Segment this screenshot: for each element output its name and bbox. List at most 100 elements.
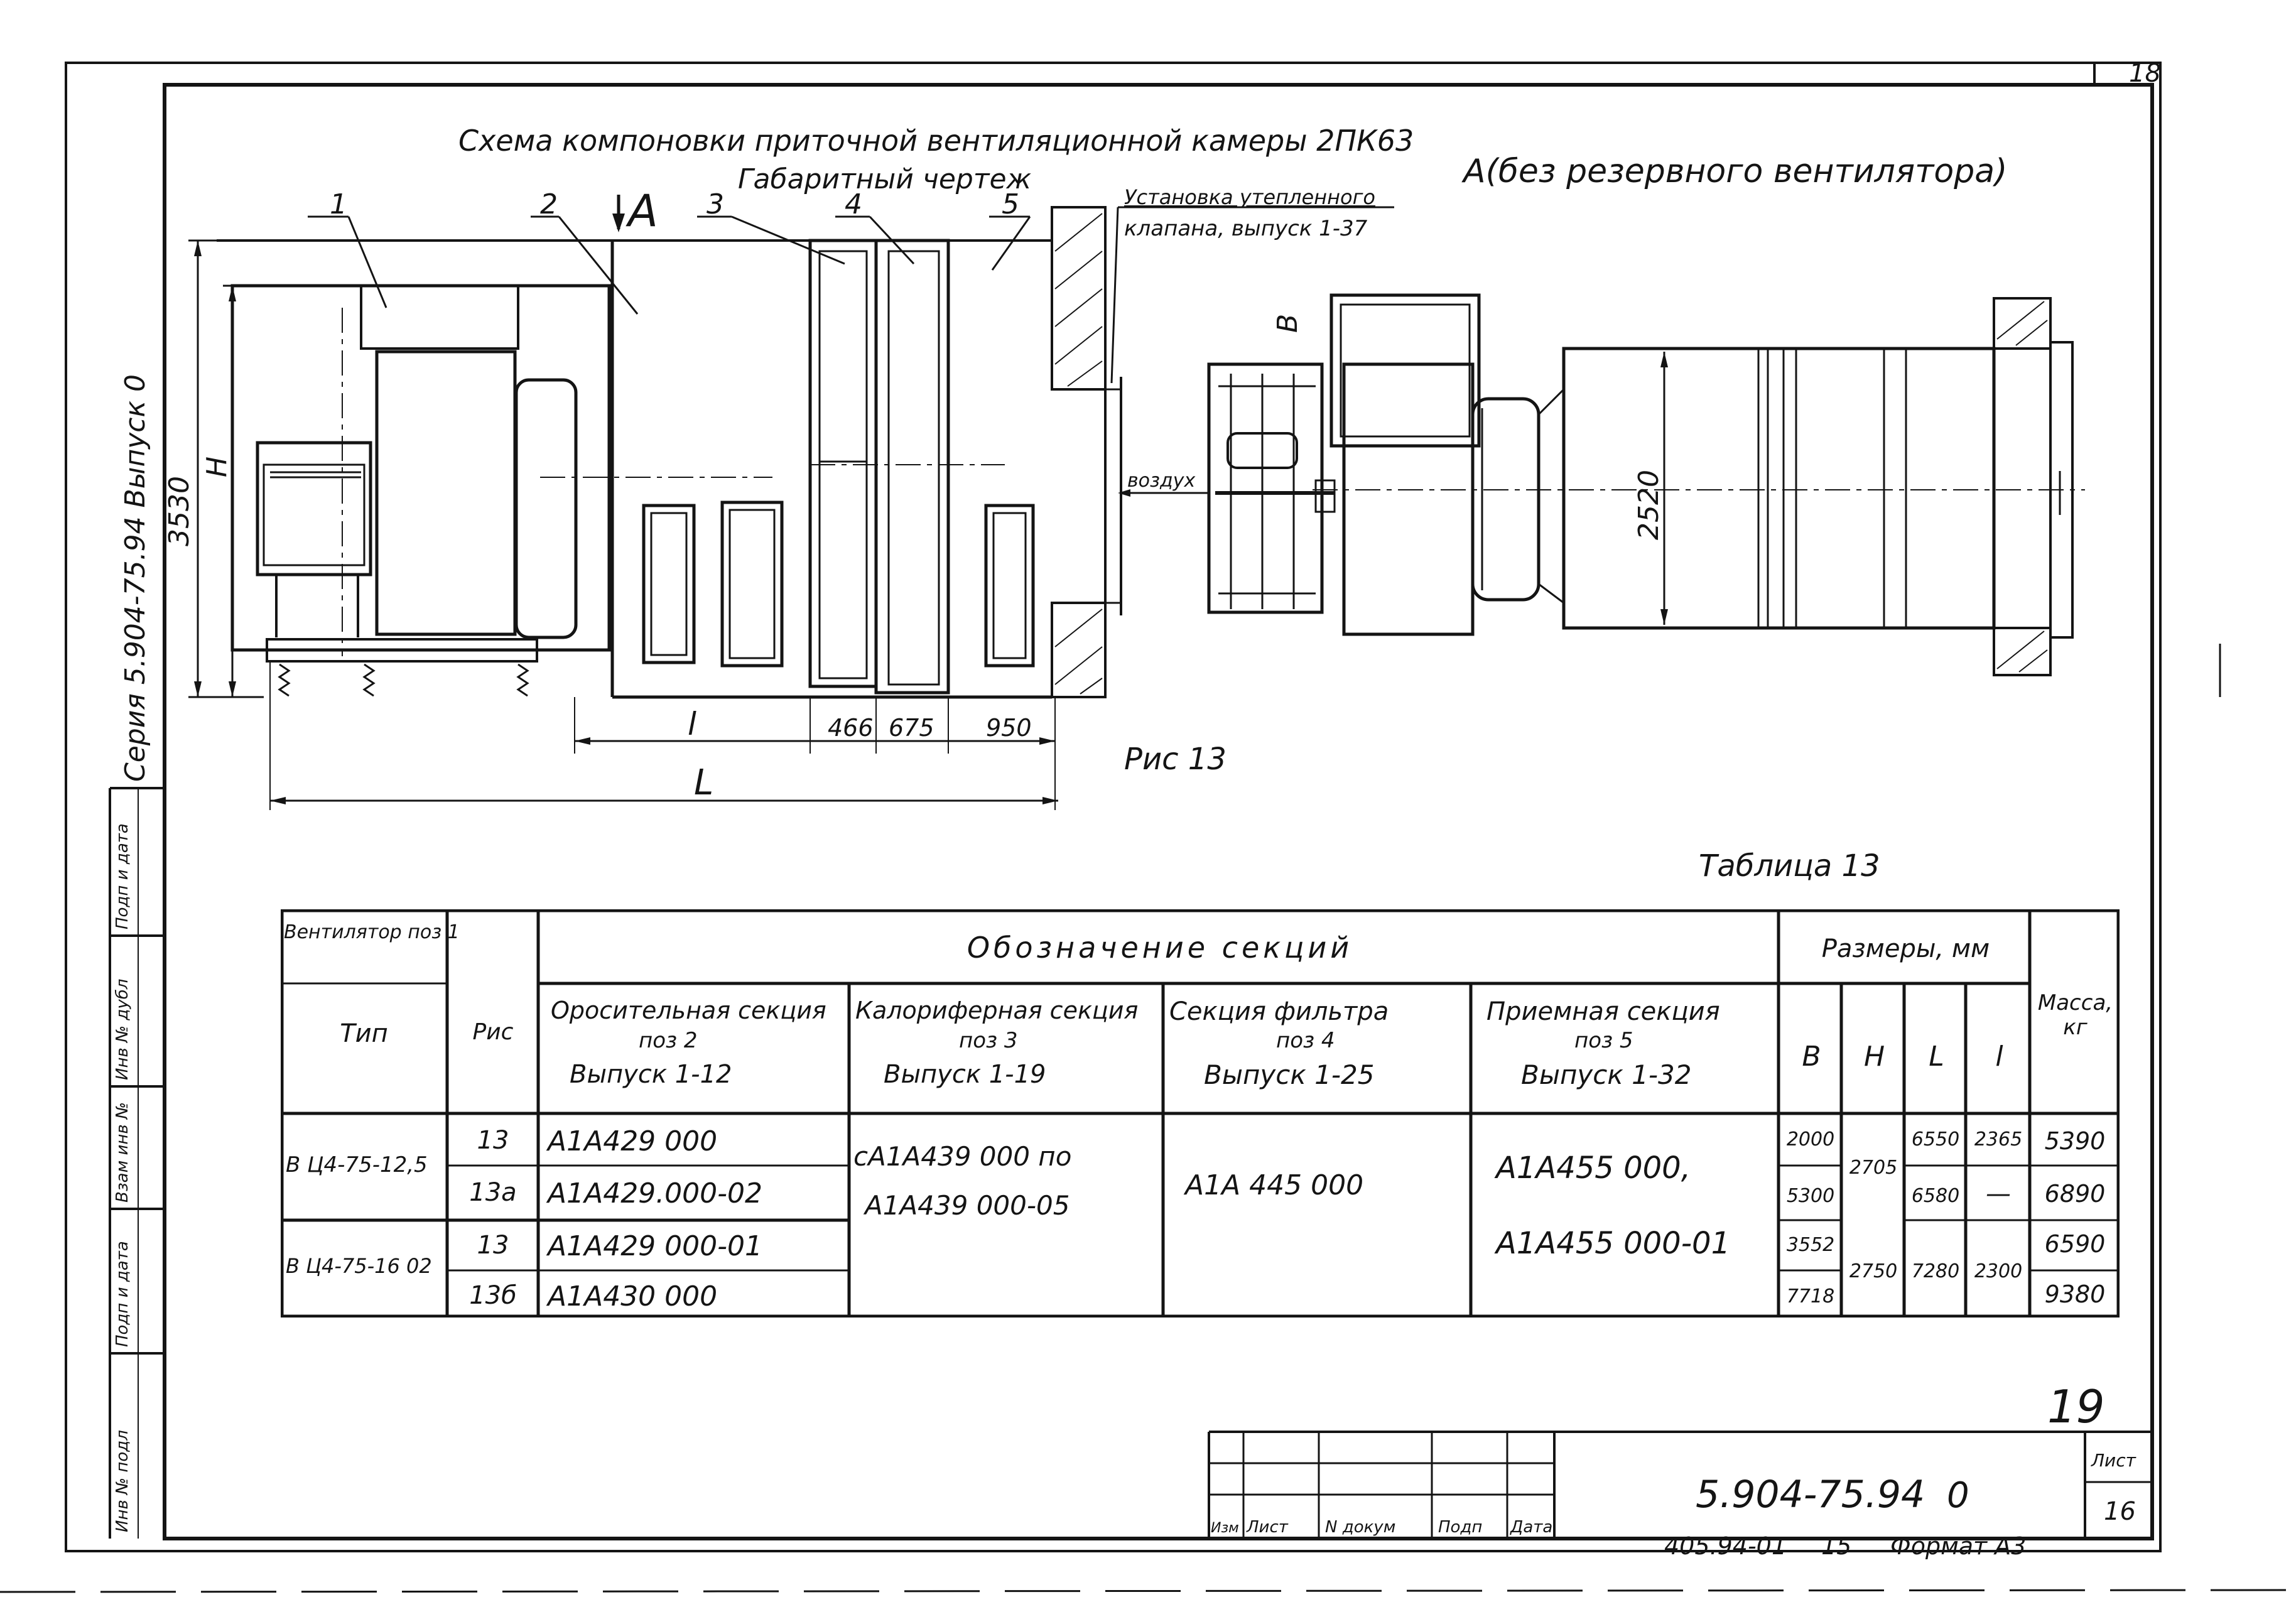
tb-col-podp: Подп — [1438, 1518, 1482, 1537]
position-2: 2 — [540, 188, 558, 220]
td-fig-1: 13 — [477, 1126, 509, 1155]
tb-col-data: Дата — [1510, 1518, 1552, 1537]
dim-3530: 3530 — [163, 476, 195, 546]
th-dim-L: L — [1929, 1041, 1944, 1073]
air-label: воздух — [1127, 470, 1195, 492]
th-heater-3: Выпуск 1-19 — [884, 1060, 1046, 1089]
th-type: Тип — [340, 1019, 388, 1048]
td-irrig-4: А1А430 000 — [548, 1280, 718, 1312]
table-grid — [280, 909, 2120, 1318]
td-mass-1: 5390 — [2044, 1127, 2106, 1155]
figure-caption: Рис 13 — [1124, 742, 1227, 777]
td-fig-3: 13 — [477, 1231, 509, 1260]
th-heater-2: поз 3 — [959, 1028, 1018, 1053]
td-irrig-2: А1А429.000-02 — [548, 1177, 763, 1209]
td-intake-2: А1А455 000-01 — [1496, 1226, 1731, 1261]
view-a-label: А(без резервного вентилятора) — [1461, 153, 2007, 190]
tb-col-ndokum: N докум — [1325, 1518, 1395, 1537]
td-b-1: 2000 — [1786, 1128, 1835, 1150]
side-stamp-frame — [109, 787, 165, 1539]
td-mass-4: 9380 — [2044, 1280, 2106, 1308]
table-13: Вентилятор поз 1 Обозначение секций Разм… — [280, 909, 2120, 1318]
section-marker-a — [612, 195, 625, 232]
td-fan-type-1: В Ц4-75-12,5 — [286, 1152, 428, 1177]
td-fan-type-2: В Ц4-75-16 02 — [286, 1254, 432, 1278]
dim-2520: 2520 — [1633, 470, 1665, 540]
side-label-vzam: Взам инв № — [113, 1102, 132, 1203]
td-l-1: 2365 — [1974, 1128, 2023, 1150]
td-irrig-3: А1А429 000-01 — [548, 1230, 763, 1262]
dim-l-small: l — [688, 706, 696, 742]
drawing-title: Схема компоновки приточной вентиляционно… — [458, 124, 1414, 158]
valve-note-line2: клапана, выпуск 1-37 — [1124, 216, 1368, 241]
td-mass-3: 6590 — [2044, 1230, 2106, 1258]
td-fig-4: 13б — [469, 1281, 517, 1310]
elevation-drawing — [188, 206, 1394, 810]
td-fig-2: 13а — [469, 1178, 517, 1207]
side-label-podp-2: Подп и дата — [113, 1241, 132, 1347]
side-label-inv-dubl: Инв № дубл — [113, 978, 132, 1080]
td-b-3: 3552 — [1786, 1234, 1835, 1256]
side-label-inv-podl: Инв № подл — [113, 1430, 132, 1532]
tb-bottom-note: 405.94-01 — [1664, 1532, 1787, 1560]
side-label-podp-1: Подп и дата — [113, 823, 132, 929]
scan-artifacts — [0, 644, 2296, 1593]
td-h-2: 2750 — [1849, 1260, 1898, 1282]
position-5: 5 — [1002, 188, 1019, 220]
th-irrig-3: Выпуск 1-12 — [570, 1060, 732, 1089]
th-fig: Рис — [472, 1019, 514, 1045]
dim-675: 675 — [889, 714, 934, 742]
td-l-2: — — [1986, 1179, 2011, 1208]
tb-col-list: Лист — [1246, 1518, 1289, 1537]
td-b-2: 5300 — [1786, 1185, 1835, 1207]
td-heater-2: А1А439 000-05 — [865, 1190, 1070, 1221]
td-l-3: 2300 — [1974, 1260, 2023, 1282]
title-block-frame — [1208, 1431, 2152, 1539]
th-filter-3: Выпуск 1-25 — [1204, 1059, 1375, 1090]
th-dim-l: l — [1995, 1041, 2003, 1073]
th-dim-b: B — [1802, 1041, 1821, 1073]
th-irrig-1: Оросительная секция — [551, 997, 826, 1024]
view-a-drawing — [1118, 293, 2085, 676]
th-mass: Масса, кг — [2037, 990, 2113, 1041]
th-intake-2: поз 5 — [1574, 1028, 1633, 1053]
page-number-hand: 19 — [2047, 1380, 2105, 1433]
tb-doc-code: 5.904-75.94 — [1696, 1473, 1925, 1517]
td-filter-1: А1А 445 000 — [1185, 1169, 1364, 1201]
tb-sheet-label: Лист — [2091, 1450, 2136, 1471]
th-sections: Обозначение секций — [967, 931, 1353, 965]
td-b-4: 7718 — [1786, 1285, 1835, 1307]
td-heater-1: сА1А439 000 по — [853, 1141, 1072, 1172]
th-filter-1: Секция фильтра — [1169, 997, 1389, 1026]
th-heater-1: Калориферная секция — [855, 997, 1139, 1024]
tb-sheet-no: 16 — [2104, 1497, 2136, 1526]
dimension-arrows — [194, 241, 1058, 804]
th-intake-1: Приемная секция — [1486, 997, 1720, 1026]
dim-466: 466 — [828, 714, 874, 742]
td-intake-1: А1А455 000, — [1496, 1150, 1691, 1186]
dim-950: 950 — [986, 714, 1032, 742]
tb-format: Формат А3 — [1890, 1532, 2026, 1560]
th-filter-2: поз 4 — [1276, 1028, 1335, 1053]
sheet-frame — [65, 62, 2162, 1552]
th-irrig-2: поз 2 — [639, 1028, 698, 1053]
td-L-2: 6580 — [1911, 1185, 1960, 1207]
tb-bottom-num: 15 — [1821, 1532, 1851, 1560]
drawing-subtitle: Габаритный чертеж — [738, 163, 1032, 195]
position-4: 4 — [845, 188, 862, 220]
th-intake-3: Выпуск 1-32 — [1521, 1059, 1692, 1090]
td-L-1: 6550 — [1911, 1128, 1960, 1150]
td-L-3: 7280 — [1911, 1260, 1960, 1282]
table-caption: Таблица 13 — [1699, 848, 1880, 884]
side-series: Серия 5.904-75.94 Выпуск 0 — [119, 374, 151, 782]
tb-col-izm: Изм — [1211, 1520, 1239, 1536]
th-fan: Вентилятор поз 1 — [284, 921, 460, 943]
dim-h: H — [201, 457, 233, 477]
section-marker-a-text: А — [625, 185, 658, 237]
dim-l-large: L — [694, 762, 713, 803]
dim-b: B — [1272, 314, 1304, 333]
position-3: 3 — [707, 188, 724, 220]
td-h-1: 2705 — [1849, 1157, 1898, 1179]
position-1: 1 — [330, 188, 347, 220]
